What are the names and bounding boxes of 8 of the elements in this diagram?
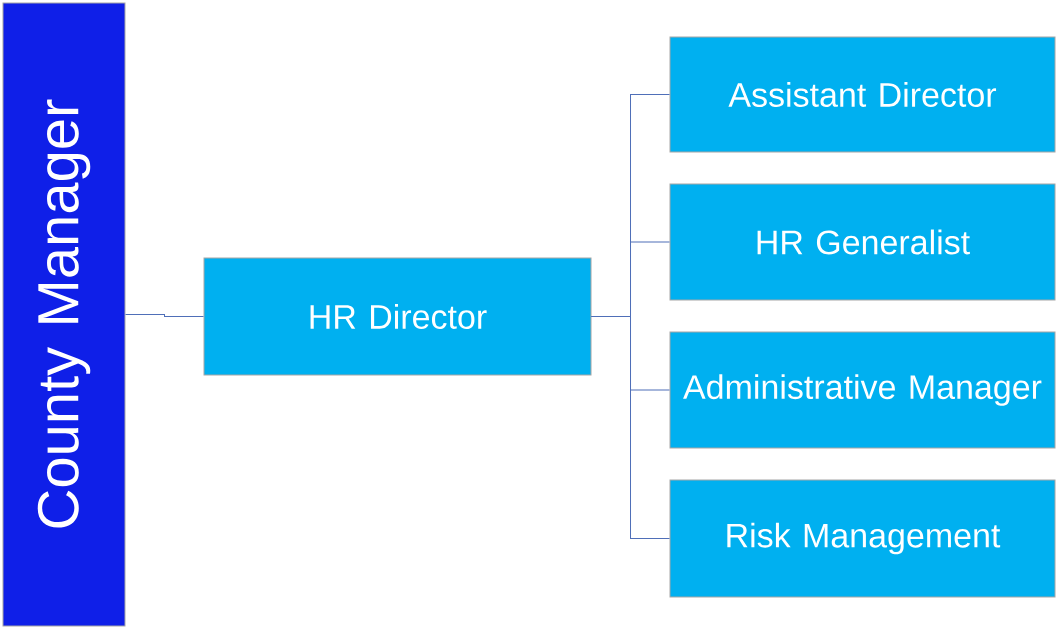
org-box: County Manager [2, 2, 126, 627]
org-box: Administrative Manager [669, 331, 1056, 449]
org-box: HR Director [203, 257, 592, 376]
org-box: Risk Management [669, 479, 1056, 598]
org-box: HR Generalist [669, 183, 1056, 301]
connector-line [591, 316, 670, 539]
connector-line [125, 314, 204, 317]
org-box: Assistant Director [669, 36, 1056, 153]
